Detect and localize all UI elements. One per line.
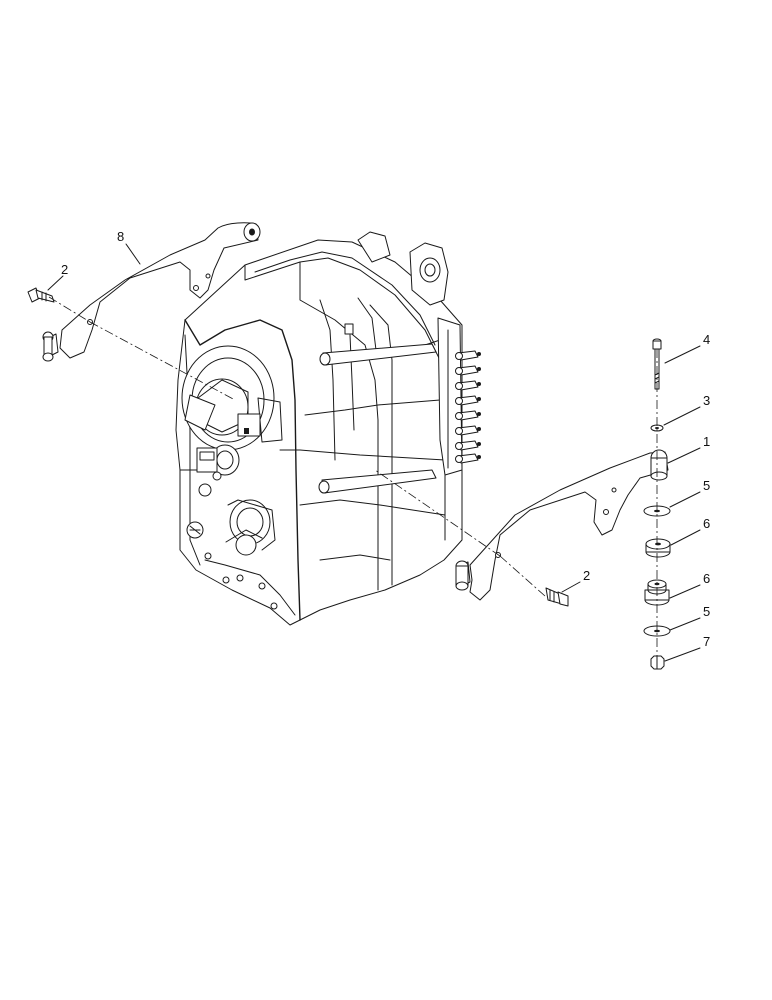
valve-fittings xyxy=(455,350,481,464)
callout-7: 7 xyxy=(703,634,710,649)
control-valve-block xyxy=(437,317,481,476)
isolator-6-upper xyxy=(645,538,671,558)
washer-3 xyxy=(650,424,664,432)
leader-lines xyxy=(47,243,701,662)
left-bracket xyxy=(42,222,261,362)
callout-4: 4 xyxy=(703,332,710,347)
callout-3: 3 xyxy=(703,393,710,408)
mounting-bolt xyxy=(652,338,662,390)
callout-labels: 8 2 4 3 1 5 6 2 6 5 7 xyxy=(61,229,710,649)
callout-5-lower: 5 xyxy=(703,604,710,619)
assembly-centerlines xyxy=(48,296,658,665)
callout-2-right: 2 xyxy=(583,568,590,583)
right-bracket xyxy=(455,449,669,601)
right-bolt xyxy=(545,587,569,607)
callout-5-upper: 5 xyxy=(703,478,710,493)
callout-8: 8 xyxy=(117,229,124,244)
nut-7 xyxy=(650,655,665,670)
callout-2-left: 2 xyxy=(61,262,68,277)
callout-6-upper: 6 xyxy=(703,516,710,531)
transmission-housing xyxy=(175,231,463,626)
callout-1: 1 xyxy=(703,434,710,449)
left-bolt xyxy=(27,287,55,303)
callout-6-lower: 6 xyxy=(703,571,710,586)
